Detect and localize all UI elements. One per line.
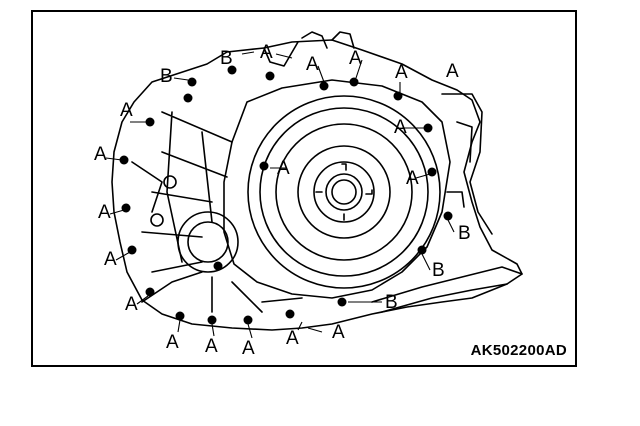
label-a: A — [242, 338, 255, 359]
lower-right-pan — [371, 266, 523, 313]
label-a: A — [205, 336, 218, 357]
label-a: A — [306, 54, 319, 75]
inner-flange — [223, 79, 451, 299]
label-a: A — [349, 48, 362, 69]
boss-2 — [150, 213, 164, 227]
converter-bore — [331, 179, 357, 205]
lower-left-webs — [141, 271, 303, 313]
label-b: B — [458, 223, 471, 244]
left-webs — [131, 111, 233, 273]
label-a: A — [104, 249, 117, 270]
label-a: A — [94, 144, 107, 165]
label-a: A — [406, 168, 419, 189]
label-a: A — [394, 117, 407, 138]
top-bracket — [263, 31, 355, 67]
callout-labels: A A A A A B B A A A A A A A A A A A A A … — [94, 42, 471, 359]
boss-1 — [163, 175, 177, 189]
label-a: A — [125, 294, 138, 315]
label-a: A — [120, 100, 133, 121]
hub-tabs — [315, 163, 373, 221]
label-a: A — [286, 328, 299, 349]
label-a: A — [446, 61, 459, 82]
label-b: B — [160, 66, 173, 87]
label-a: A — [98, 202, 111, 223]
shaft-bore-inner — [187, 221, 229, 263]
converter-ring-4 — [297, 145, 391, 239]
leader-lines — [105, 51, 455, 339]
label-a: A — [166, 332, 179, 353]
label-a: A — [332, 322, 345, 343]
converter-ring-2 — [259, 107, 429, 277]
label-b: B — [385, 292, 398, 313]
shaft-bore-outer — [177, 211, 239, 273]
label-b: B — [432, 260, 445, 281]
transaxle-case-diagram: A A A A A B B A A A A A A A A A A A A A … — [94, 31, 523, 359]
converter-outer-ring — [247, 95, 441, 289]
housing-outline — [111, 39, 523, 331]
label-b: B — [220, 48, 233, 69]
converter-hub-outer — [313, 161, 375, 223]
label-a: A — [395, 62, 408, 83]
converter-hub-inner — [325, 173, 363, 211]
figure-code: AK502200AD — [470, 342, 567, 359]
right-flange — [441, 93, 493, 235]
label-a: A — [260, 42, 273, 63]
figure-frame: A A A A A B B A A A A A A A A A A A A A … — [31, 10, 577, 367]
converter-ring-3 — [275, 123, 413, 261]
